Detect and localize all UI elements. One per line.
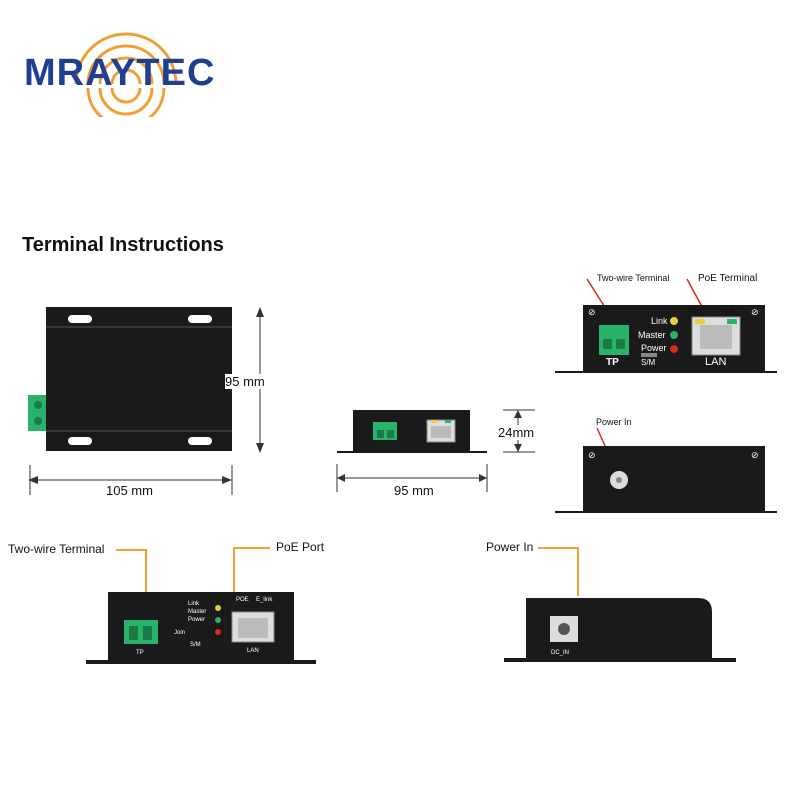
link-led-label: link <box>722 306 736 316</box>
svg-text:⊘: ⊘ <box>588 307 596 317</box>
svg-text:⊘: ⊘ <box>751 307 759 317</box>
lan-label: LAN <box>247 648 259 654</box>
callout-poe-terminal: PoE Terminal <box>698 273 758 284</box>
callout-poe-port: PoE Port <box>276 540 325 554</box>
side-terminal <box>28 395 48 431</box>
front-width-label: 95 mm <box>394 483 434 498</box>
svg-text:⊘: ⊘ <box>751 450 759 460</box>
back-photo-body <box>526 598 712 660</box>
width-dimension-label: 105 mm <box>106 483 153 498</box>
poe-led-label: PoE <box>688 306 706 316</box>
device-body-top <box>46 307 232 451</box>
front-view-diagram <box>336 409 535 492</box>
callout-two-wire-terminal-photo: Two-wire Terminal <box>8 542 105 556</box>
page-title: Terminal Instructions <box>22 234 224 256</box>
front-photo-diagram <box>86 547 316 664</box>
front-height-label: 24mm <box>498 425 535 440</box>
elink-led-label: E_link <box>256 597 273 603</box>
led-label-master: Master <box>638 330 666 340</box>
tp-label: TP <box>136 650 144 656</box>
dc-in-label: DC_IN <box>551 650 570 656</box>
lan-panel-diagram: ⊘ ⊘ <box>555 278 777 373</box>
svg-text:⊘: ⊘ <box>588 450 596 460</box>
height-dimension-label: 95 mm <box>225 374 265 389</box>
led-label-power: Power <box>641 343 667 353</box>
poe-led-label: POE <box>236 597 249 603</box>
switch-label: S/M <box>190 642 201 648</box>
callout-power-in: Power In <box>596 417 632 427</box>
led-label-link: Link <box>651 316 668 326</box>
back-photo-diagram <box>504 547 736 662</box>
led-label-link: Link <box>188 601 200 607</box>
led-label-master: Master <box>188 609 207 615</box>
callout-power-in-photo: Power In <box>486 540 534 554</box>
led-label-power: Power <box>188 617 206 623</box>
brand-logo-waves <box>74 32 178 117</box>
switch-label: S/M <box>641 358 656 367</box>
brand-logo: MRAYTEC <box>24 52 216 94</box>
top-view-diagram <box>28 307 264 495</box>
power-panel-diagram: ⊘ ⊘ <box>555 427 777 513</box>
lan-label: LAN <box>705 356 727 368</box>
tp-label: TP <box>606 357 619 368</box>
join-label: Join <box>174 630 186 636</box>
callout-two-wire-terminal: Two-wire Terminal <box>597 273 670 283</box>
